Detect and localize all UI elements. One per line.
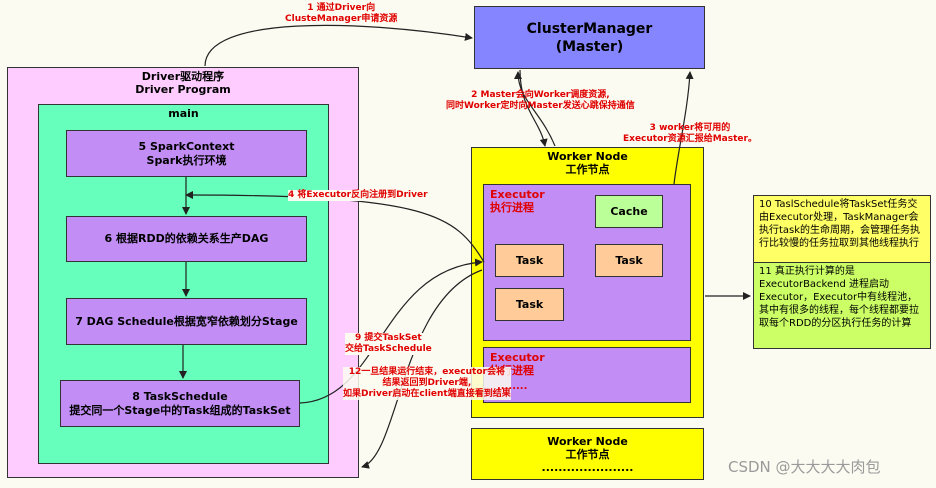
arrow-4-executor-register-driver bbox=[185, 191, 485, 263]
label-12: 12一旦结果运行结束，executor会将 结果返回到Driver端, 如果Dr… bbox=[343, 367, 511, 400]
arrow-3-executor-to-cm bbox=[673, 71, 694, 185]
note-11: 11 真正执行计算的是ExecutorBackend 进程启动Executor，… bbox=[753, 262, 931, 349]
step-6-dag: 6 根据RDD的依赖关系生产DAG bbox=[66, 216, 307, 262]
main-title: main bbox=[168, 107, 199, 120]
step-8-taskschedule: 8 TaskSchedule 提交同一个Stage中的Task组成的TaskSe… bbox=[60, 380, 300, 427]
driver-title-line2: Driver Program bbox=[135, 83, 231, 96]
executor-2-title: Executor bbox=[490, 351, 545, 364]
executor-1-subtitle: 执行进程 bbox=[490, 201, 534, 214]
label-2-line1: 2 Master会向Worker调度资源, bbox=[471, 90, 610, 100]
cluster-manager-line2: (Master) bbox=[555, 38, 624, 55]
step-7-dag-schedule: 7 DAG Schedule根据宽窄依赖划分Stage bbox=[66, 298, 307, 345]
arrow-2b-worker-to-cm bbox=[514, 71, 556, 147]
label-1: 1 通过Driver向 ClusteManager申请资源 bbox=[285, 3, 397, 25]
worker-node-1-title: Worker Node bbox=[547, 150, 628, 163]
watermark: CSDN @大大大大肉包 bbox=[728, 458, 881, 476]
label-9-line2: 交给TaskSchedule bbox=[345, 344, 432, 354]
label-3-line2: Executor资源汇报给Master。 bbox=[623, 134, 757, 144]
label-3-line1: 3 worker将可用的 bbox=[649, 123, 731, 133]
worker-node-2-subtitle: 工作节点 bbox=[565, 447, 610, 461]
task-box-1: Task bbox=[495, 244, 564, 277]
worker-node-2-box: Worker Node 工作节点 ...................... bbox=[471, 428, 704, 480]
label-3: 3 worker将可用的 Executor资源汇报给Master。 bbox=[623, 123, 757, 145]
step-6-line1: 6 根据RDD的依赖关系生产DAG bbox=[104, 232, 269, 245]
label-9: 9 提交TaskSet 交给TaskSchedule bbox=[345, 333, 432, 355]
executor-1-title: Executor bbox=[490, 188, 545, 201]
worker-node-2-dots: ...................... bbox=[541, 460, 634, 474]
label-12-line3: 如果Driver启动在client端直接看到结果 bbox=[343, 389, 511, 399]
step-5-sparkcontext: 5 SparkContext Spark执行环境 bbox=[66, 130, 307, 177]
task-box-3: Task bbox=[495, 288, 564, 321]
cluster-manager-box: ClusterManager (Master) bbox=[474, 6, 705, 69]
cache-box: Cache bbox=[595, 195, 663, 228]
step-8-line2: 提交同一个Stage中的Task组成的TaskSet bbox=[69, 403, 291, 417]
driver-title-line1: Driver驱动程序 bbox=[141, 70, 225, 83]
label-2: 2 Master会向Worker调度资源, 同时Worker定时向Master发… bbox=[446, 90, 635, 112]
arrow-2a-cm-to-worker bbox=[519, 69, 548, 147]
step-5-line2: Spark执行环境 bbox=[146, 153, 227, 167]
cluster-manager-line1: ClusterManager bbox=[526, 20, 653, 37]
step-7-line1: 7 DAG Schedule根据宽窄依赖划分Stage bbox=[75, 314, 298, 328]
worker-node-2-title: Worker Node bbox=[547, 434, 628, 448]
label-1-line1: 1 通过Driver向 bbox=[307, 3, 376, 13]
executor-2-box: Executor 执行进程 bbox=[483, 347, 691, 403]
task-box-2: Task bbox=[595, 244, 663, 277]
step-5-line1: 5 SparkContext bbox=[138, 139, 235, 153]
note-10: 10 TaslSchedule将TaskSet任务交由Executor处理，Ta… bbox=[753, 195, 931, 263]
arrow-1-driver-to-cm bbox=[204, 24, 473, 67]
label-12-line1: 12一旦结果运行结束，executor会将 bbox=[348, 367, 505, 377]
step-8-line1: 8 TaskSchedule bbox=[132, 389, 228, 403]
worker-node-1-subtitle: 工作节点 bbox=[565, 163, 610, 176]
label-4: 4 将Executor反向注册到Driver bbox=[288, 190, 428, 201]
executor-2-dots: ........ bbox=[497, 381, 528, 392]
label-2-line2: 同时Worker定时向Master发送心跳保持通信 bbox=[446, 101, 635, 111]
label-12-line2: 结果返回到Driver端, bbox=[382, 378, 472, 388]
label-1-line2: ClusteManager申请资源 bbox=[285, 14, 398, 24]
label-9-line1: 9 提交TaskSet bbox=[355, 333, 422, 343]
